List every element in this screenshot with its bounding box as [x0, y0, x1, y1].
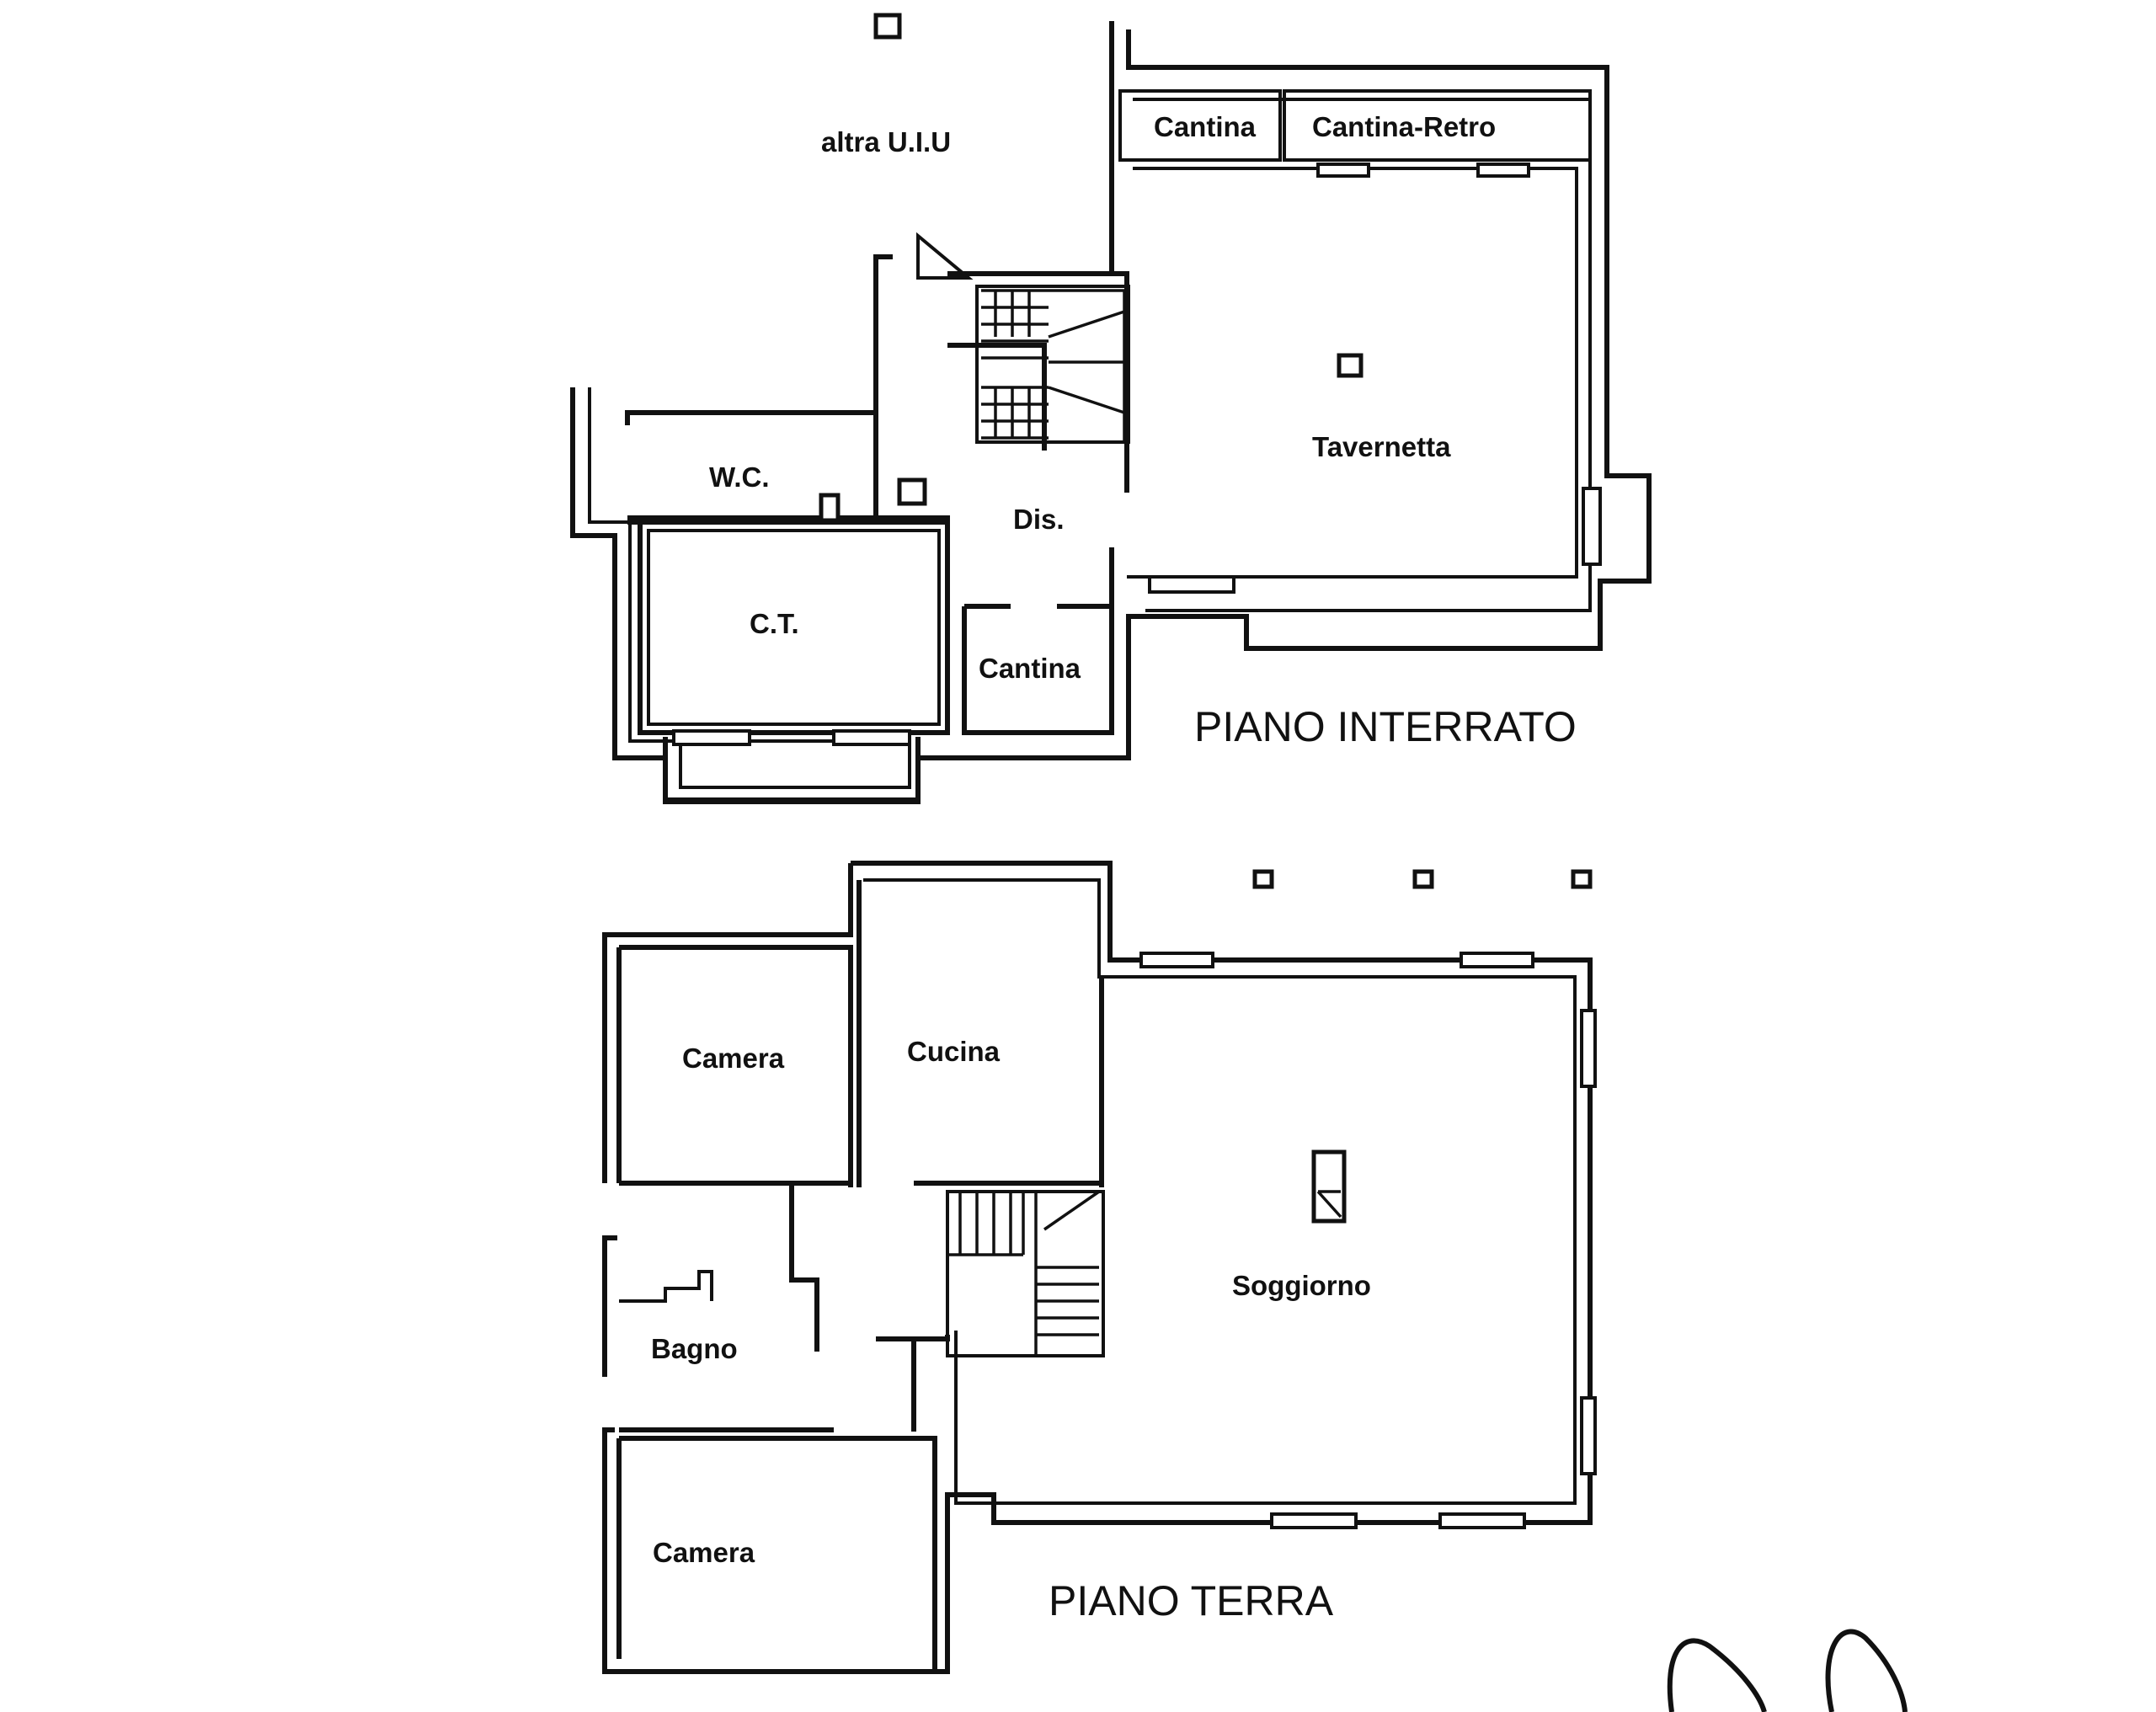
basement-pillar — [1337, 353, 1364, 378]
room-label-wc: W.C. — [709, 461, 770, 493]
room-label-cantina-retro: Cantina-Retro — [1312, 111, 1496, 142]
ct-room-inner — [647, 529, 941, 726]
basement-window — [832, 729, 911, 746]
basement-pillar — [873, 13, 902, 40]
ground-pillar — [1571, 869, 1593, 889]
floor-label-terra: PIANO TERRA — [1049, 1577, 1334, 1624]
ground-inner-wall — [863, 878, 1577, 1505]
room-label-ct: C.T. — [750, 608, 799, 639]
ground-stair — [946, 1190, 1105, 1357]
ct-room-wall — [638, 520, 950, 735]
basement-outer-wall — [570, 29, 1652, 804]
basement-window — [1582, 487, 1602, 566]
room-label-dis: Dis. — [1013, 504, 1065, 535]
basement-stair-frame — [975, 285, 1130, 444]
room-label-soggiorno: Soggiorno — [1232, 1270, 1371, 1301]
ground-window — [1580, 1009, 1597, 1088]
basement-plan — [570, 13, 1652, 804]
basement-window — [672, 729, 751, 746]
basement-window — [1316, 163, 1370, 178]
basement-window — [1148, 575, 1235, 594]
room-label-cucina: Cucina — [907, 1036, 1001, 1067]
basement-left-walls — [625, 254, 1114, 735]
room-label-tavernetta: Tavernetta — [1312, 431, 1451, 462]
ground-window — [1139, 952, 1214, 968]
ground-window — [1438, 1512, 1526, 1529]
ground-pillar — [1252, 869, 1274, 889]
basement-pillar — [897, 477, 927, 506]
ground-outer-wall — [602, 861, 1593, 1674]
bagno-fixture — [619, 1270, 713, 1303]
room-label-cantina-top: Cantina — [1154, 111, 1257, 142]
cantina-top-box — [1118, 89, 1282, 162]
ground-window — [1270, 1512, 1358, 1529]
ct-bottom-outer — [663, 737, 921, 803]
room-label-camera-bottom: Camera — [653, 1537, 755, 1568]
cantina-retro-box — [1283, 89, 1592, 162]
signature-scribble — [1667, 1629, 1908, 1712]
basement-triangle-mark — [916, 232, 974, 280]
ground-window — [1460, 952, 1534, 968]
basement-pillar — [819, 493, 841, 523]
basement-window — [1476, 163, 1530, 178]
ground-window — [1580, 1396, 1597, 1475]
room-label-cantina-bottom: Cantina — [979, 653, 1081, 684]
room-label-camera-top: Camera — [682, 1043, 785, 1074]
floor-label-interrato: PIANO INTERRATO — [1194, 703, 1577, 750]
ground-pillar — [1412, 869, 1434, 889]
ground-plan — [602, 861, 1597, 1674]
ground-fireplace — [1311, 1149, 1347, 1224]
room-label-altra-uiu: altra U.I.U — [821, 126, 951, 157]
room-label-bagno: Bagno — [651, 1333, 738, 1364]
basement-stair-treads — [981, 289, 1126, 444]
